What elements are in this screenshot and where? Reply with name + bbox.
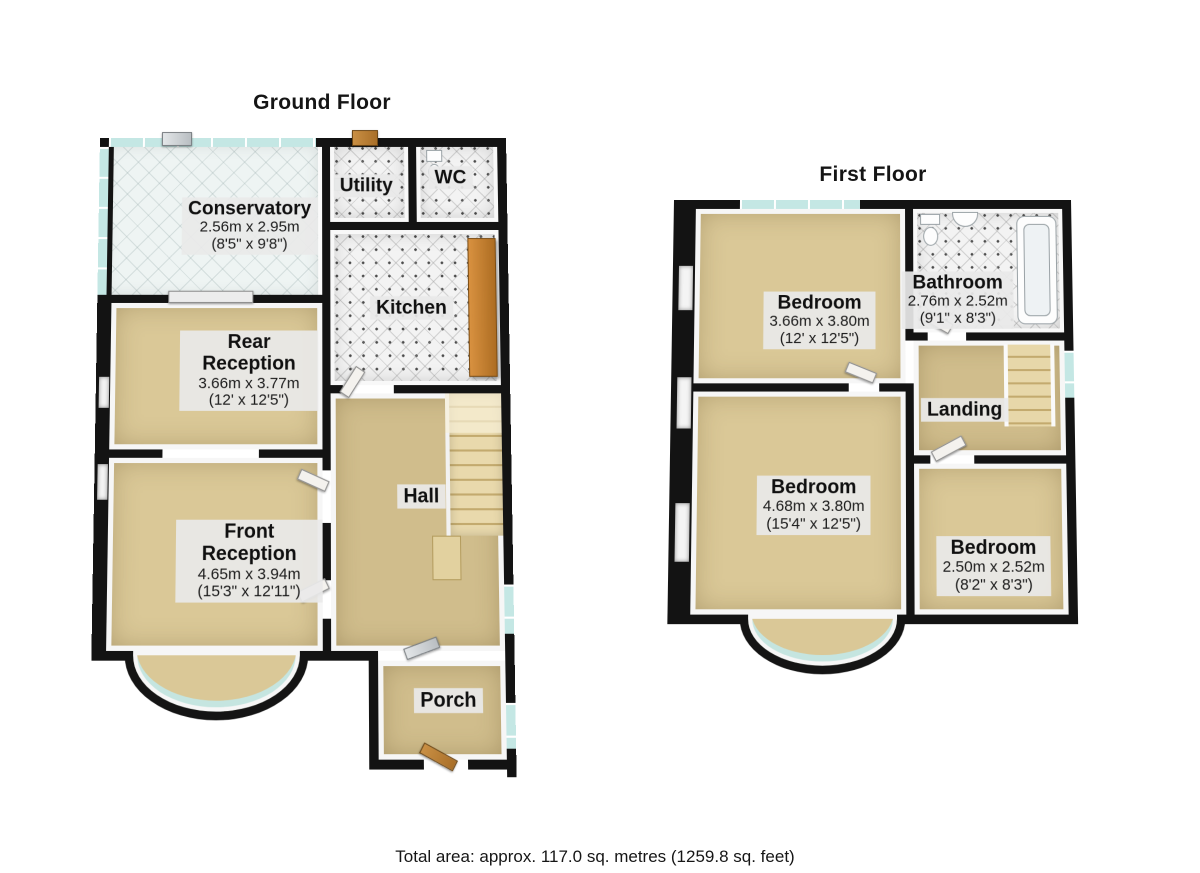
back-door xyxy=(351,130,379,146)
room-label-kitchen: Kitchen xyxy=(370,296,454,320)
room-dims-ft: (12' x 12'5") xyxy=(208,391,290,410)
wall xyxy=(322,522,331,581)
toilet-cistern-icon xyxy=(426,149,443,162)
wall xyxy=(966,332,1074,341)
total-area-text: Total area: approx. 117.0 sq. metres (12… xyxy=(395,847,795,866)
room-name: Rear Reception xyxy=(202,331,296,375)
wall-niche xyxy=(98,376,110,408)
room-dims-m: 4.65m x 3.94m xyxy=(197,564,301,583)
window-glazing xyxy=(1064,350,1075,398)
room-label-front-reception: Front Reception 4.65m x 3.94m (15'3" x 1… xyxy=(175,519,323,603)
room-name: Hall xyxy=(403,485,440,508)
room-name: Kitchen xyxy=(376,297,447,319)
room-dims-m: 4.68m x 3.80m xyxy=(762,497,865,516)
room-dims-ft: (15'4" x 12'5") xyxy=(766,515,861,534)
room-name: Utility xyxy=(339,175,393,197)
wall xyxy=(879,383,914,392)
toilet-cistern-icon xyxy=(920,213,941,225)
wall xyxy=(322,618,332,661)
window-glazing xyxy=(108,138,317,147)
window-glazing xyxy=(504,584,515,634)
wall xyxy=(109,449,163,458)
room-name: Front Reception xyxy=(201,520,297,566)
room-dims-m: 2.76m x 2.52m xyxy=(907,292,1008,310)
kitchen-counter xyxy=(467,238,498,377)
bay-window xyxy=(739,614,906,675)
wall xyxy=(693,383,849,392)
room-name: WC xyxy=(434,167,467,189)
staircase-newel xyxy=(432,535,462,581)
room-dims-m: 3.66m x 3.77m xyxy=(198,374,300,392)
room-name: Bedroom xyxy=(950,537,1037,560)
wall xyxy=(913,455,931,464)
wall xyxy=(667,614,747,625)
wall xyxy=(299,650,379,661)
room-name: Bedroom xyxy=(771,476,857,499)
wall xyxy=(322,221,508,231)
wall xyxy=(673,200,1072,209)
room-label-bedroom-3: Bedroom 2.50m x 2.52m (8'2" x 8'3") xyxy=(936,536,1052,596)
wall xyxy=(913,332,928,341)
room-dims-ft: (9'1" x 8'3") xyxy=(919,309,997,327)
wall xyxy=(322,138,331,471)
room-label-rear-reception: Rear Reception 3.66m x 3.77m (12' x 12'5… xyxy=(179,330,319,412)
room-dims-ft: (15'3" x 12'11") xyxy=(197,582,301,601)
room-name: Bathroom xyxy=(912,272,1003,294)
room-label-porch: Porch xyxy=(413,688,484,714)
room-name: Conservatory xyxy=(187,198,312,220)
room-name: Landing xyxy=(927,399,1003,421)
bay-window xyxy=(123,650,309,721)
bath-tub-inner xyxy=(1023,223,1051,317)
first-floor-plan: Bedroom 3.66m x 3.80m (12' x 12'5") Bath… xyxy=(652,200,1080,676)
wall xyxy=(258,449,331,458)
room-label-utility: Utility xyxy=(333,174,399,198)
room-dims-m: 3.66m x 3.80m xyxy=(769,313,870,331)
wall-niche xyxy=(97,464,108,500)
wall-niche xyxy=(676,377,692,429)
wall xyxy=(467,759,517,770)
room-dims-ft: (12' x 12'5") xyxy=(779,330,860,348)
conservatory-door xyxy=(161,132,193,146)
room-dims-m: 2.50m x 2.52m xyxy=(942,558,1045,577)
staircase-upper-flight xyxy=(444,393,502,433)
wall xyxy=(393,385,511,394)
wall xyxy=(905,389,915,615)
room-dims-ft: (8'2" x 8'3") xyxy=(954,576,1033,595)
room-label-bedroom-1: Bedroom 3.66m x 3.80m (12' x 12'5") xyxy=(763,291,876,350)
room-name: Porch xyxy=(420,689,477,713)
ground-floor-plan: Conservatory 2.56m x 2.95m (8'5" x 9'8")… xyxy=(89,130,517,779)
toilet-icon xyxy=(923,226,939,246)
patio-door xyxy=(168,290,254,303)
room-dims-m: 2.56m x 2.95m xyxy=(199,218,300,236)
ground-floor-title: Ground Floor xyxy=(253,91,391,114)
wall xyxy=(369,759,424,770)
room-label-bedroom-2: Bedroom 4.68m x 3.80m (15'4" x 12'5") xyxy=(756,475,871,535)
staircase xyxy=(1003,344,1056,427)
wall xyxy=(974,455,1076,464)
wall-niche xyxy=(678,265,694,311)
wall xyxy=(91,650,134,661)
first-floor-title: First Floor xyxy=(819,163,927,186)
room-label-hall: Hall xyxy=(397,484,446,509)
room-label-wc: WC xyxy=(428,166,473,190)
room-label-conservatory: Conservatory 2.56m x 2.95m (8'5" x 9'8") xyxy=(181,197,318,255)
room-dims-ft: (8'5" x 9'8") xyxy=(211,235,288,253)
room-label-bathroom: Bathroom 2.76m x 2.52m (9'1" x 8'3") xyxy=(901,271,1015,329)
window-glazing xyxy=(739,200,860,209)
wall xyxy=(899,614,1079,625)
wall-niche xyxy=(674,503,690,562)
room-name: Bedroom xyxy=(777,292,862,314)
wall xyxy=(368,650,379,770)
wall xyxy=(408,138,417,228)
room-label-landing: Landing xyxy=(920,398,1009,422)
window-glazing xyxy=(505,702,517,749)
